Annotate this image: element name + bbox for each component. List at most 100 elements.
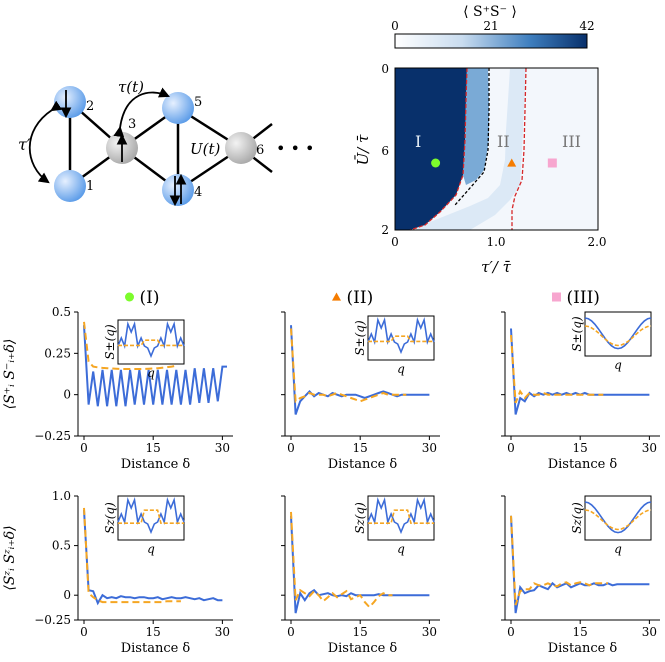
inset: S±(q) q [570, 311, 652, 372]
inset: Sz(q) q [353, 495, 435, 556]
panel-xtick-label: 30 [215, 441, 230, 455]
phase-marker-III [547, 158, 557, 168]
panel-title-marker [125, 292, 134, 302]
panel-ytick-label: 0 [63, 388, 71, 402]
panel-title: (I) [140, 288, 160, 308]
inset-solid-line [584, 501, 652, 534]
row-ylabel-1: ⟨Sᶻᵢ Sᶻᵢ₊δ⟩ [2, 525, 18, 590]
panel-xtick-label: 15 [146, 441, 161, 455]
inset-dashed-line [368, 509, 434, 525]
inset-ylabel: S±(q) [570, 316, 584, 352]
panel-title: (II) [347, 288, 374, 308]
series-dashed-line [290, 511, 393, 609]
boundary-I-II [409, 67, 468, 231]
phase-I-fill [395, 68, 467, 230]
phase-mixed-fill [463, 68, 489, 185]
panel-ytick-label: 0.5 [52, 305, 71, 319]
panel-xtick-label: 30 [642, 441, 657, 455]
boundary-black [454, 68, 490, 206]
series-dashed-line [83, 321, 177, 370]
inset-xlabel: q [397, 362, 405, 376]
inset-dashed-line [368, 335, 434, 343]
inset-solid-line [117, 321, 185, 359]
panel-xlabel: Distance δ [548, 457, 618, 472]
inset-dashed-line [584, 325, 652, 347]
colorbar-title: ⟨ S⁺S⁻ ⟩ [463, 4, 517, 20]
site-label-3: 3 [128, 117, 136, 132]
panel-title: (III) [567, 288, 600, 308]
series-dashed-line [510, 515, 608, 606]
spin-arrows [60, 90, 187, 207]
heatmap-xtick-1: 1.0 [486, 235, 505, 249]
panel-xtick-label: 15 [353, 441, 368, 455]
panel-xlabel: Distance δ [328, 457, 398, 472]
inset-xlabel: q [397, 542, 405, 556]
panel-ytick-label: 1.0 [52, 489, 71, 503]
inset: S±(q)q [103, 319, 185, 380]
panel-ytick-label: −0.25 [34, 613, 71, 627]
panel-xlabel: Distance δ [328, 641, 398, 656]
inset-solid-line [584, 317, 652, 350]
inset-xlabel: q [147, 366, 155, 380]
panel-xtick-label: 30 [215, 625, 230, 639]
phase-marker-I [431, 158, 441, 168]
colorbar-tick-42: 42 [579, 19, 594, 33]
heatmap-ytick-0: 0 [381, 62, 389, 76]
phase-marker-II [507, 158, 517, 167]
site-6 [225, 132, 257, 164]
boundary-II-III [511, 67, 527, 230]
inset-xlabel: q [614, 358, 622, 372]
heatmap-xlabel: τ′/ τ̄ [481, 258, 512, 276]
phase-II-fill [415, 68, 526, 230]
panel-xtick-label: 15 [353, 625, 368, 639]
colorbar: ⟨ S⁺S⁻ ⟩ 0 21 42 [391, 4, 595, 49]
series-dashed-line [83, 507, 181, 604]
panel-xtick-label: 15 [573, 441, 588, 455]
panel-xlabel: Distance δ [121, 641, 191, 656]
site-4 [162, 174, 194, 206]
inset-dashed-line [118, 509, 184, 525]
row-ylabel-0: ⟨S⁺ᵢ S⁻ᵢ₊δ⟩ [2, 339, 18, 410]
panel-xtick-label: 15 [573, 625, 588, 639]
inset: Sz(q)q [570, 495, 652, 556]
inset-solid-line [117, 497, 185, 535]
series-dashed-line [290, 328, 407, 404]
inset-ylabel: Sz(q) [353, 502, 367, 534]
panel-ytick-label: 0.5 [52, 539, 71, 553]
heatmap-xtick-0: 0 [391, 235, 399, 249]
site-label-4: 4 [194, 185, 202, 200]
colorbar-gradient [394, 33, 588, 49]
panel-xtick-label: 0 [80, 441, 88, 455]
inset-solid-line [367, 497, 435, 535]
phase-markers [431, 158, 557, 168]
tau-t-label: τ(t) [118, 78, 144, 96]
heatmap-ylabel: Ū/ τ̄ [354, 134, 372, 165]
colorbar-tick-0: 0 [391, 19, 399, 33]
site-5 [162, 92, 194, 124]
panel-xtick-label: 30 [642, 625, 657, 639]
panel-xlabel: Distance δ [121, 457, 191, 472]
inset-solid-line [367, 317, 435, 355]
panel-ytick-label: 0.25 [44, 346, 71, 360]
series-solid-line [83, 509, 223, 606]
panel-xtick-label: 15 [146, 625, 161, 639]
continuation-dots: • • • [276, 139, 314, 158]
region-label-II: II [497, 132, 510, 151]
panel-xtick-label: 30 [422, 441, 437, 455]
site-2 [54, 86, 86, 118]
panel-xtick-label: 0 [287, 441, 295, 455]
tau-prime-arrow [28, 100, 63, 184]
panel-xtick-label: 0 [80, 625, 88, 639]
lattice-diagram: 2 1 3 4 5 6 τ′ τ(t) U(t) • • • [18, 78, 314, 207]
inset-dashed-line [118, 339, 184, 347]
u-t-label: U(t) [190, 140, 221, 158]
inset-dashed-line [584, 509, 652, 531]
site-label-6: 6 [256, 143, 264, 158]
